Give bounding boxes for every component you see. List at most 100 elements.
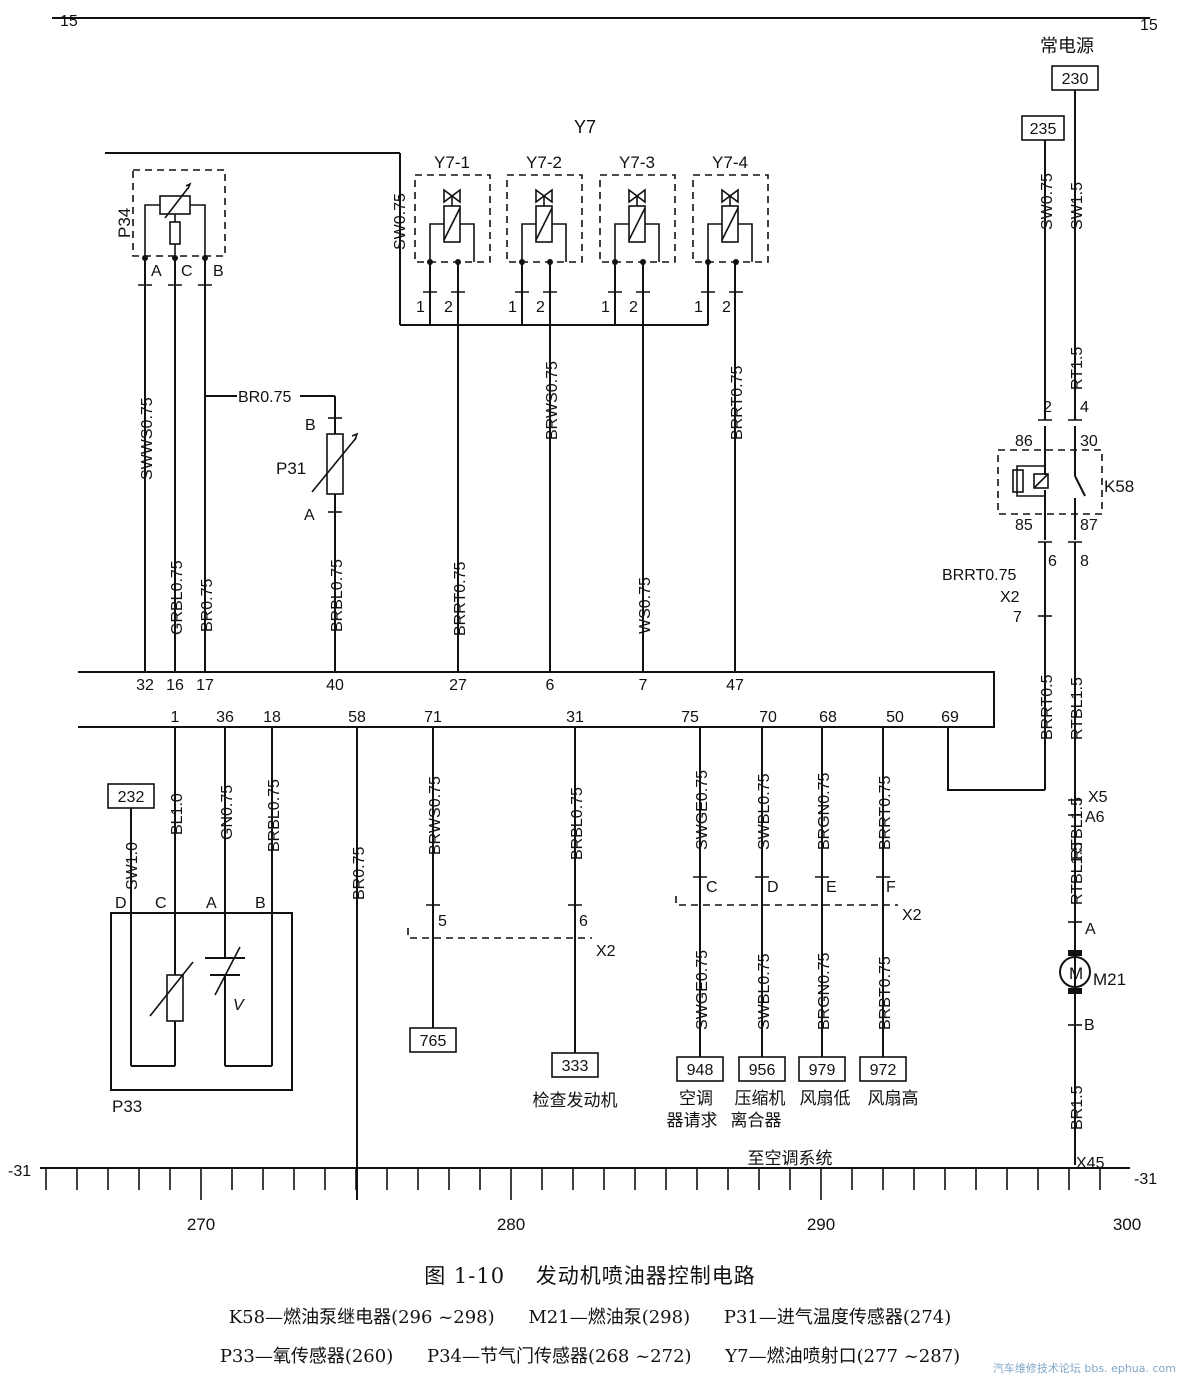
k58-pin-87: 87 [1080,517,1098,534]
wire-brrt075-a: BRRT0.75 [452,561,469,636]
wire-brrt075-50: BRRT0.75 [877,775,894,850]
x2-pin-e: E [826,879,837,896]
wire-sw075: SW0.75 [392,193,409,250]
figure-title: 发动机喷油器控制电路 [535,1264,756,1288]
x2-left-group: BRWS0.75 BRBL0.75 5 6 X2 765 333 检查发动机 [407,727,618,1110]
wire-swbl075: SWBL0.75 [756,773,773,850]
ecu-pin-31: 31 [566,709,584,726]
wire-ws075: WS0.75 [637,577,654,634]
ecu-pin-75: 75 [681,709,699,726]
ecu-pin-50: 50 [886,709,904,726]
p33-pin-b: B [255,895,266,912]
k58-pin-6: 6 [1048,553,1057,570]
p33-pin-d: D [115,895,127,912]
wire-br075: BR0.75 [199,579,216,632]
rail-15: 15 15 [52,13,1158,34]
wire-swbl075-l: SWBL0.75 [756,953,773,1030]
label-fan-low: 风扇低 [800,1089,851,1108]
k58-pin-8: 8 [1080,553,1089,570]
box-235: 235 [1030,121,1057,138]
rail-31: -31 -31 270 280 290 300 [8,1163,1157,1234]
k58-label: K58 [1104,477,1134,496]
p31-label: P31 [276,459,306,478]
legend-row-1: K58—燃油泵继电器(296 ~298) M21—燃油泵(298) P31—进气… [0,1303,1180,1329]
wire-swws075: SWWS0.75 [139,397,156,480]
box-230: 230 [1062,71,1089,88]
constant-power-title: 常电源 [1040,36,1094,56]
wire-brbl075-p33: BRBL0.75 [266,779,283,852]
injector-group-y7: Y7 SW0.75 [105,117,708,326]
y7-title: Y7 [574,117,596,137]
wire-brbl075-31: BRBL0.75 [569,787,586,860]
rail-15-right: 15 [1140,17,1158,34]
wire-swge075-l: SWGE0.75 [694,950,711,1030]
fuel-pump-m21: X5 A6 RTBL1.5 RTBL1.5 A M M21 B BR1.5 X4… [1059,789,1126,1172]
k58-pin-86: 86 [1015,433,1033,450]
m21-pin-a: A [1085,921,1096,938]
p33-v-label: V [233,997,245,1014]
connector-x2-c: X2 [902,907,922,924]
ecu-pin-47: 47 [726,677,744,694]
scale-label-280: 280 [497,1215,525,1234]
injector-feed-wires: BRWS0.75 BRRT0.75 BRRT0.75 WS0.75 [452,262,746,672]
wire-brrt075-b: BRRT0.75 [729,365,746,440]
p31-pin-a: A [304,507,315,524]
x2-pin-7: 7 [1013,609,1022,626]
wire-brws075-a: BRWS0.75 [544,361,561,440]
rail-15-left: 15 [60,13,78,30]
legend-k58: K58—燃油泵继电器(296 ~298) [228,1307,495,1328]
p31-pin-b: B [305,417,316,434]
label-check-engine: 检查发动机 [533,1091,618,1110]
figure-caption: 图 1-10 发动机喷油器控制电路 [0,1260,1180,1290]
ecu-pin-18: 18 [263,709,281,726]
wire-brws075-b: BRWS0.75 [427,776,444,855]
wire-brbt075-l: BRBT0.75 [877,956,894,1030]
x2-pin-c: C [706,879,718,896]
legend-y7: Y7—燃油喷射口(277 ~287) [725,1346,961,1367]
injector-4-pin-2: 2 [722,299,731,316]
connector-x5: X5 [1088,789,1108,806]
p33-pin-c: C [155,895,167,912]
wire-rtbl15-c: RTBL1.5 [1069,842,1086,905]
wire-swge075: SWGE0.75 [694,770,711,850]
scale-label-290: 290 [807,1215,835,1234]
injector-1-pin-1: 1 [416,299,425,316]
box-948: 948 [687,1062,714,1079]
injector-3-label: Y7-3 [619,153,655,172]
ecu-pin-70: 70 [759,709,777,726]
p34-label: P34 [115,208,134,238]
k58-wires: SW0.75 SW1.5 RT1.5 2 4 [1038,90,1089,421]
constant-power: 常电源 230 235 [1021,36,1099,141]
injector-1-pin-2: 2 [444,299,453,316]
x2-pin-d: D [767,879,779,896]
x2-pin-5: 5 [438,913,447,930]
wire-sw075-k: SW0.75 [1039,173,1056,230]
ground-wire-58: BR0.75 [351,727,368,1200]
legend-row-2: P33—氧传感器(260) P34—节气门传感器(268 ~272) Y7—燃油… [0,1342,1180,1368]
rail-31-right: -31 [1134,1171,1157,1188]
injector-2-pin-1: 1 [508,299,517,316]
ecu-pin-58: 58 [348,709,366,726]
injector-1-label: Y7-1 [434,153,470,172]
box-765: 765 [420,1033,447,1050]
box-333: 333 [562,1058,589,1075]
label-fan-high: 风扇高 [868,1089,919,1108]
wire-brgn075: BRGN0.75 [816,773,833,850]
throttle-sensor-p34: P34 A C B SWWS0.75 GRBL0.75 BR0.75 BR0.7… [115,169,335,672]
wire-brrt075-k: BRRT0.75 [942,567,1017,584]
scale-label-270: 270 [187,1215,215,1234]
legend-p33: P33—氧传感器(260) [219,1346,394,1367]
ecu-pin-32: 32 [136,677,154,694]
ecu-pin-69: 69 [941,709,959,726]
k58-pin-4: 4 [1080,399,1089,416]
injector-4-pin-1: 1 [694,299,703,316]
oxygen-sensor-p33: 232 SW1.0 BL1.0 GN0.75 BRBL0.75 D C A B … [107,727,293,1116]
connector-a6: A6 [1085,809,1105,826]
wire-sw10: SW1.0 [124,842,141,890]
wire-brgn075-l: BRGN0.75 [816,953,833,1030]
injector-2-pin-2: 2 [536,299,545,316]
watermark: 汽车维修技术论坛 bbs. ephua. com [992,1362,1176,1375]
